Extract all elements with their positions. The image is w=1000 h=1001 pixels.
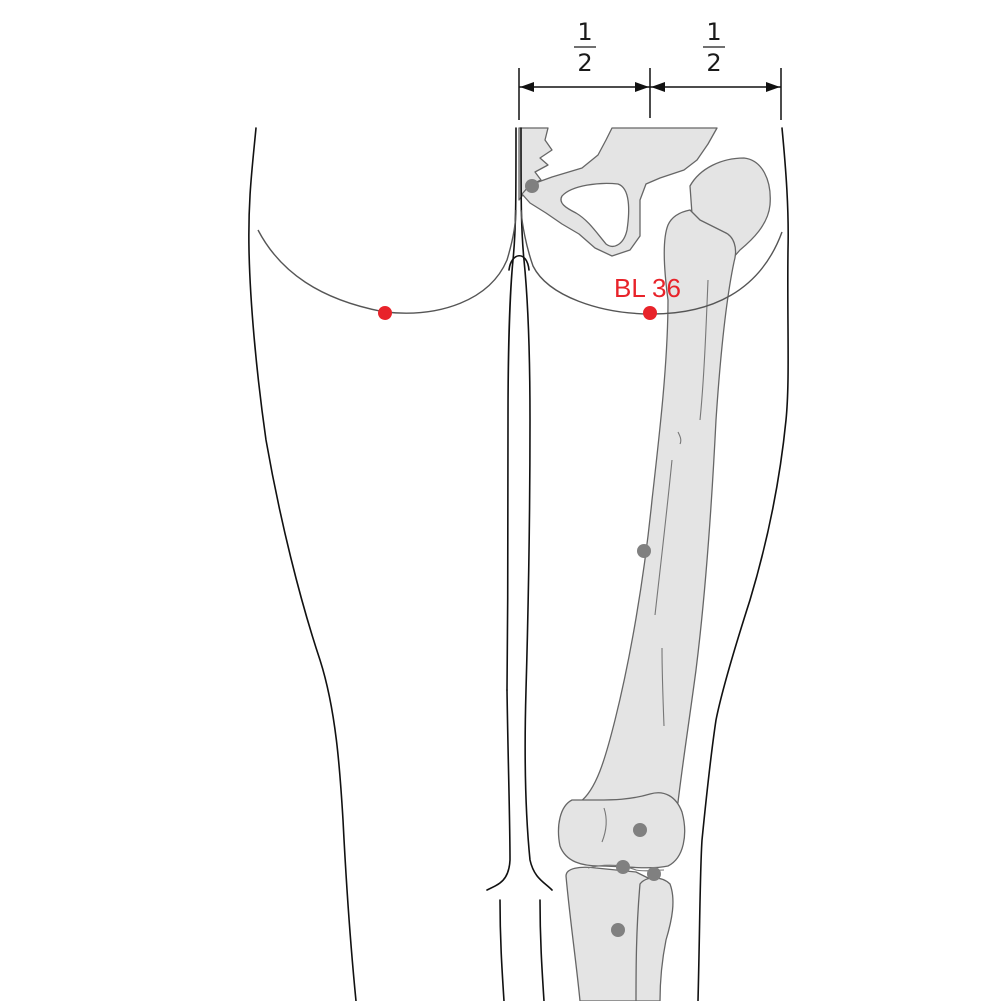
right-lower-leg-inner bbox=[539, 899, 545, 1001]
landmark-point-coccyx bbox=[525, 179, 539, 193]
landmark-points bbox=[525, 179, 661, 937]
left-lower-leg-inner bbox=[499, 899, 505, 1001]
right-fraction-denominator: 2 bbox=[706, 49, 721, 77]
left-half-fraction: 1 2 bbox=[574, 18, 596, 77]
femur-shaft bbox=[579, 209, 737, 821]
width-measure: 1 2 1 2 bbox=[518, 18, 782, 120]
femur-line-3 bbox=[661, 647, 665, 727]
left-leg-outer-outline bbox=[248, 127, 357, 1001]
crotch-notch bbox=[508, 254, 530, 271]
right-gluteal-fold bbox=[520, 209, 783, 315]
femur-head bbox=[689, 157, 771, 269]
gluteal-folds bbox=[257, 209, 783, 315]
inner-leg-gap-left bbox=[506, 127, 517, 691]
landmark-point-femur-condyle bbox=[633, 823, 647, 837]
femur-condyles bbox=[557, 792, 686, 869]
femur-line-4 bbox=[677, 431, 682, 445]
acupoint-bl36-dot bbox=[643, 306, 657, 320]
landmark-point-tibia bbox=[611, 923, 625, 937]
intercondylar-line bbox=[601, 807, 607, 843]
arrowhead-mid-left bbox=[635, 82, 649, 92]
left-leg-inner-outline bbox=[486, 689, 511, 891]
obturator-foramen bbox=[560, 182, 630, 247]
right-leg-outer-outline bbox=[697, 127, 789, 1001]
femur-line-2 bbox=[654, 459, 673, 616]
landmark-point-knee-crease-lateral bbox=[647, 867, 661, 881]
right-half-fraction: 1 2 bbox=[703, 18, 725, 77]
left-fraction-numerator: 1 bbox=[577, 18, 592, 46]
right-fraction-numerator: 1 bbox=[706, 18, 721, 46]
acupoint-bl36-label: BL 36 bbox=[614, 273, 681, 303]
acupoints: BL 36 bbox=[378, 273, 681, 320]
skeleton bbox=[518, 127, 771, 1001]
femur-line-1 bbox=[699, 279, 709, 421]
arrowhead-mid-right bbox=[651, 82, 665, 92]
landmark-point-mid-femur bbox=[637, 544, 651, 558]
left-gluteal-fold bbox=[257, 209, 517, 314]
landmark-point-knee-crease-medial bbox=[616, 860, 630, 874]
arrowhead-right bbox=[766, 82, 780, 92]
arrowhead-left bbox=[520, 82, 534, 92]
inner-leg-gap-right bbox=[520, 127, 553, 891]
left-fraction-denominator: 2 bbox=[577, 49, 592, 77]
fibula bbox=[635, 877, 674, 1001]
acupoint-left-dot bbox=[378, 306, 392, 320]
